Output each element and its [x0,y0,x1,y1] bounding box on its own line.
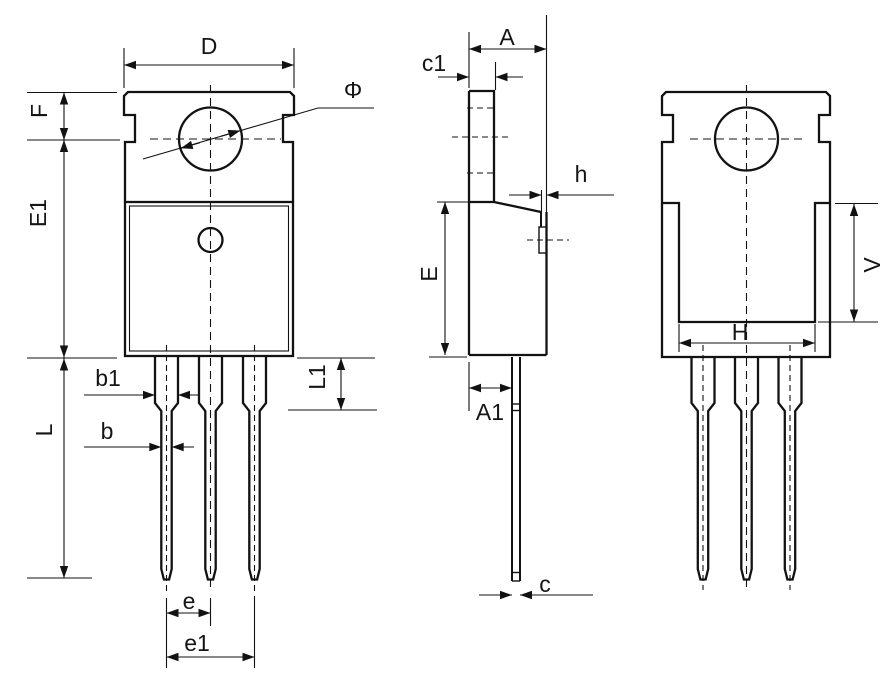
dim-c: c [479,571,593,600]
back-outline [660,90,832,359]
side-pin [511,357,521,582]
dim-b1: b1 [84,365,198,400]
dim-label-E1: E1 [25,199,51,227]
dim-label-H: H [732,319,749,345]
pin [241,357,268,581]
front-body-outline [123,200,295,358]
pin [733,357,760,581]
dim-label-c: c [539,571,551,597]
dim-e1: e1 [166,596,256,668]
side-chamfer [493,200,542,214]
dim-E1: E1 [25,140,117,359]
front-body-bevel [128,205,290,352]
dim-E: E [416,201,469,358]
dim-H: H [678,319,816,352]
dim-label-h: h [575,161,588,187]
dim-label-A1: A1 [476,399,504,425]
dim-label-c1: c1 [422,50,446,76]
dim-label-D: D [201,33,218,59]
pin [690,357,716,581]
dim-label-L1: L1 [304,364,330,390]
dim-label-b: b [101,418,114,444]
dim-label-e1: e1 [184,630,210,656]
dim-e: e [165,588,212,668]
side-view: A c1 h E A1 [416,15,614,600]
dim-label-F: F [26,104,52,118]
dim-label-b1: b1 [95,365,121,391]
pin [153,357,180,581]
front-tab-outline [122,90,296,202]
dim-L1: L1 [288,357,377,411]
dim-b: b [84,418,194,452]
dim-label-e: e [183,588,196,614]
side-tab-outline [469,89,496,202]
dim-F: F [26,91,120,141]
dim-label-A: A [499,24,515,50]
dim-h: h [509,161,614,212]
front-view: D F E1 L b1 b [25,33,377,668]
dim-label-E: E [416,266,442,281]
dim-D: D [123,33,295,88]
dim-V: V [818,202,885,323]
dim-phi: Φ [142,77,374,160]
dim-label-L: L [31,423,57,436]
dim-c1: c1 [422,50,523,90]
dim-label-phi: Φ [344,77,362,103]
pin [197,357,224,581]
dim-A: A [468,15,548,212]
dim-A1: A1 [468,362,512,425]
dim-label-V: V [859,257,885,273]
pin [777,357,803,581]
back-view: V H [660,85,885,590]
dim-L: L [27,358,92,579]
